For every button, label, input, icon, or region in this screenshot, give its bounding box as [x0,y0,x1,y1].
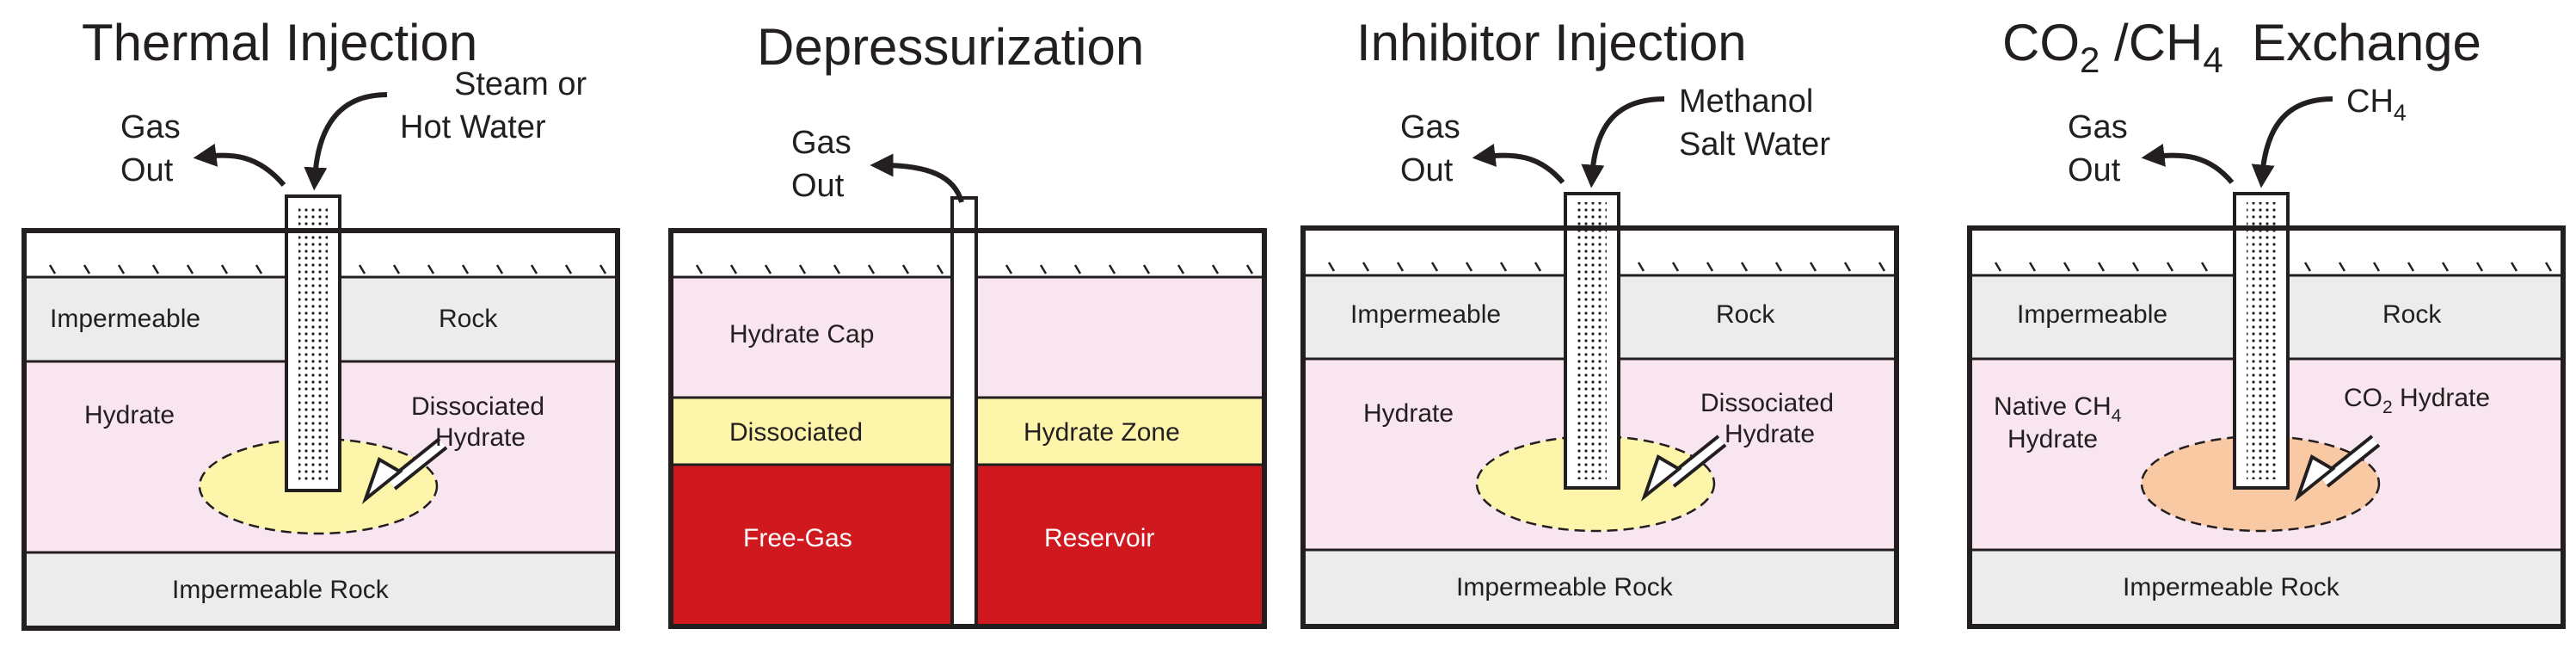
layer-label: Impermeable Rock [172,576,390,604]
layer-label: Hydrate Zone [1024,418,1180,447]
wellbore [950,196,978,628]
panel-title: Inhibitor Injection [1356,14,1747,71]
layer-label: Native CH4 [1994,392,2122,426]
panel-inhibitor-injection: Inhibitor Injection Gas Out Methanol Sal… [1300,14,1899,629]
zone-label: CO2 Hydrate [2344,384,2490,417]
injection-input-label: Steam or [454,66,587,102]
layer-label: Dissociated [729,418,863,447]
layer-label: Hydrate [84,401,175,429]
flow-arrow-icon [2294,435,2381,502]
layer-label: Impermeable Rock [2123,573,2340,602]
panel-depressurization: Depressurization Gas Out Hydrate Cap Dis… [668,18,1267,629]
layer-label: Hydrate [1363,399,1454,428]
layer-label: Reservoir [1044,524,1154,552]
panel-thermal-injection: Thermal Injection Gas Out Steam or Hot W… [22,14,620,631]
impermeable-rock-base-layer [1970,550,2563,626]
svg-text:Hot Water: Hot Water [400,109,546,145]
panel-title: Depressurization [757,18,1144,76]
flow-arrow-icon [361,437,448,504]
injection-input-label: CH4 [2346,83,2407,126]
gas-out-label: Gas [2068,109,2128,145]
zone-label: Dissociated [1700,389,1834,417]
layer-label: Free-Gas [743,524,852,552]
layer-label: Impermeable [50,305,200,333]
svg-text:Hydrate: Hydrate [435,423,526,452]
gas-out-label: Gas [1400,109,1460,145]
svg-text:Hydrate: Hydrate [2007,425,2098,453]
impermeable-rock-base-layer [1303,550,1897,626]
svg-text:Hydrate: Hydrate [1725,420,1815,448]
injection-arrow [1581,96,1665,188]
gas-out-arrow [2141,144,2235,184]
impermeable-rock-base-layer [24,552,618,628]
gas-out-label: Gas [791,125,851,161]
layer-label: Rock [2382,300,2442,329]
gas-out-label: Gas [120,109,181,145]
gas-out-arrow [193,143,286,187]
zone-label: Dissociated [411,392,544,421]
ground-surface-hatching [695,264,1254,275]
layer-label: Rock [1716,300,1775,329]
injection-arrow [2251,96,2333,188]
gas-out-arrow [1472,144,1565,184]
layer-label: Impermeable [2017,300,2167,329]
svg-text:Out: Out [120,152,174,188]
injection-arrow [304,92,388,191]
gas-out-arrow [870,153,964,203]
injection-input-label: Methanol [1679,83,1813,120]
layer-label: Impermeable Rock [1456,573,1674,602]
wellbore-fill [298,205,328,482]
panel-co2-ch4-exchange: CO2 /CH4 Exchange Gas Out CH4 Impermeabl… [1967,14,2566,629]
layer-label: Rock [439,305,498,333]
layer-label: Impermeable [1350,300,1501,329]
layer-label: Hydrate Cap [729,320,874,349]
panel-title: Thermal Injection [82,14,477,71]
svg-text:Out: Out [1400,152,1454,188]
flow-arrow-icon [1640,435,1727,502]
svg-text:Out: Out [791,168,845,204]
svg-text:Out: Out [2068,152,2121,188]
panel-title: CO2 /CH4 Exchange [2002,14,2481,80]
svg-text:Salt Water: Salt Water [1679,126,1830,163]
